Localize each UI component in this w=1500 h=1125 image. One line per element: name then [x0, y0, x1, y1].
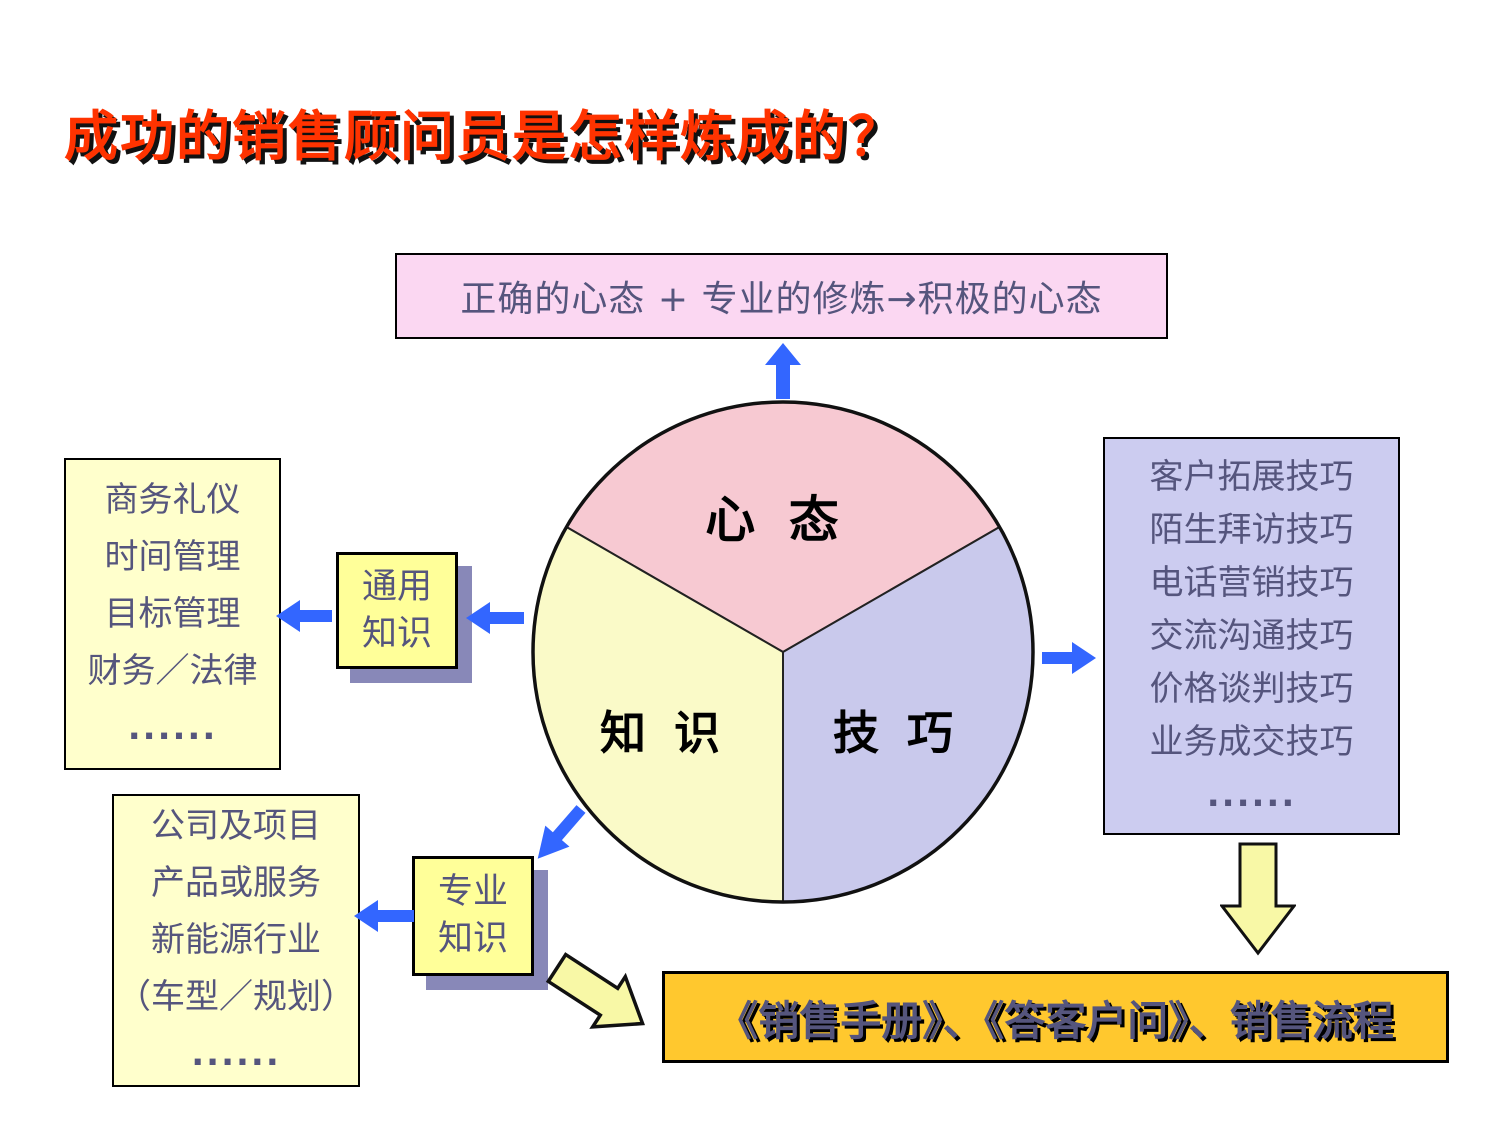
label-line: 知识 — [361, 613, 432, 654]
professional-knowledge-label: 专业 知识 — [412, 856, 534, 976]
ellipsis-text: ...... — [1206, 774, 1297, 815]
positive-mindset-box: 正确的心态 + 专业的修炼→积极的心态 — [395, 253, 1168, 339]
list-item: 财务／法律 — [87, 650, 258, 691]
general-knowledge-list-box: 商务礼仪 时间管理 目标管理 财务／法律 ...... — [64, 458, 281, 770]
professional-knowledge-list-box: 公司及项目 产品或服务 新能源行业 （车型／规划） ...... — [112, 794, 360, 1087]
positive-mindset-text: 正确的心态 + 专业的修炼→积极的心态 — [460, 279, 1103, 320]
slide-title: 成功的销售顾问员是怎样炼成的？ — [64, 105, 904, 168]
label-line: 知识 — [437, 919, 508, 959]
pie-label-knowledge: 知 识 — [600, 706, 726, 760]
list-item: 目标管理 — [104, 593, 241, 634]
arrow-left-icon — [466, 602, 524, 634]
list-item: （车型／规划） — [117, 977, 355, 1017]
list-item: 时间管理 — [104, 536, 241, 577]
list-item: 交流沟通技巧 — [1149, 615, 1354, 656]
list-item: 新能源行业 — [151, 920, 321, 960]
arrow-right-icon — [1042, 642, 1096, 674]
pie-outline — [531, 400, 1035, 904]
label-line: 专业 — [437, 872, 508, 912]
block-arrow-down-icon — [1220, 842, 1296, 956]
list-item: 产品或服务 — [151, 863, 321, 903]
ellipsis-text: ...... — [191, 1034, 281, 1074]
pie-label-skills: 技 巧 — [833, 706, 959, 760]
list-item: 公司及项目 — [151, 806, 321, 846]
list-item: 陌生拜访技巧 — [1149, 509, 1354, 550]
list-item: 价格谈判技巧 — [1149, 668, 1354, 709]
skills-list-box: 客户拓展技巧 陌生拜访技巧 电话营销技巧 交流沟通技巧 价格谈判技巧 业务成交技… — [1103, 437, 1400, 835]
sales-materials-box: 《销售手册》、《答客户问》、销售流程 — [662, 971, 1449, 1063]
list-item: 业务成交技巧 — [1149, 721, 1354, 762]
arrow-left-icon — [354, 900, 414, 932]
list-item: 电话营销技巧 — [1149, 562, 1354, 603]
mindset-knowledge-skills-pie: 心 态 知 识 技 巧 — [531, 400, 1035, 904]
list-item: 客户拓展技巧 — [1149, 456, 1354, 497]
sales-materials-text: 《销售手册》、《答客户问》、销售流程 — [717, 997, 1394, 1045]
general-knowledge-label: 通用 知识 — [336, 552, 458, 669]
arrow-down-left-icon — [537, 805, 586, 859]
label-line: 通用 — [361, 566, 432, 607]
list-item: 商务礼仪 — [104, 479, 241, 520]
ellipsis-text: ...... — [127, 707, 218, 748]
pie-label-mindset: 心 态 — [705, 491, 846, 549]
arrow-left-icon — [276, 600, 332, 632]
arrow-up-icon — [765, 343, 801, 399]
block-arrow-down-right-icon — [545, 952, 645, 1029]
